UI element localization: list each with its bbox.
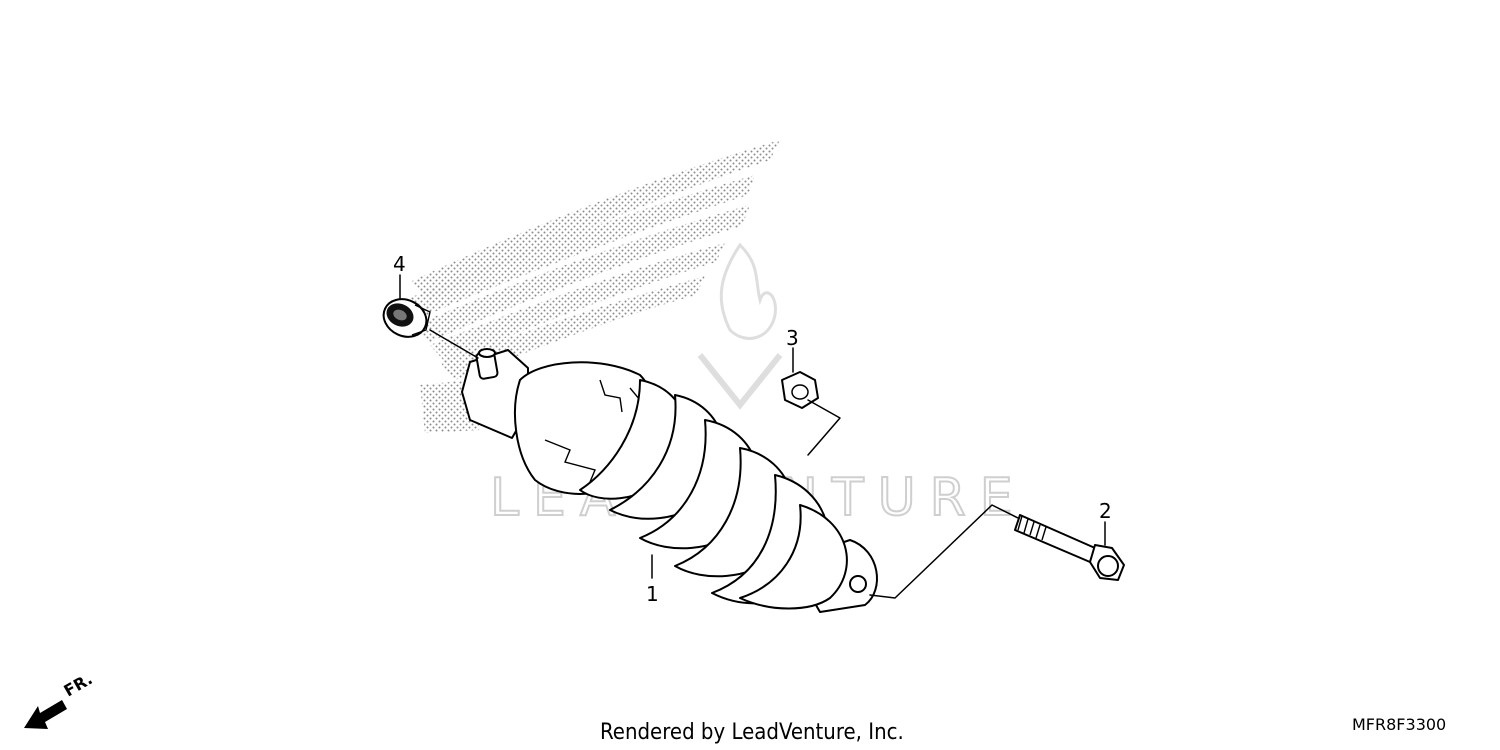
callout-3[interactable]: 3 xyxy=(786,326,799,350)
callout-2[interactable]: 2 xyxy=(1099,499,1112,523)
diagram-code: MFR8F3300 xyxy=(1352,715,1446,734)
leader-lines xyxy=(399,274,1106,599)
callout-4[interactable]: 4 xyxy=(393,252,406,276)
part-4-nut[interactable] xyxy=(377,292,432,343)
callout-1[interactable]: 1 xyxy=(646,582,659,606)
part-1-rear-shock-absorber[interactable] xyxy=(461,348,878,613)
part-3-nut[interactable] xyxy=(781,371,819,409)
dotted-frame-shading xyxy=(405,140,780,433)
footer-credit: Rendered by LeadVenture, Inc. xyxy=(600,720,904,745)
front-direction-arrow-icon: FR. xyxy=(24,669,96,729)
part-2-bolt[interactable] xyxy=(1014,514,1125,581)
front-direction-label: FR. xyxy=(61,669,96,700)
